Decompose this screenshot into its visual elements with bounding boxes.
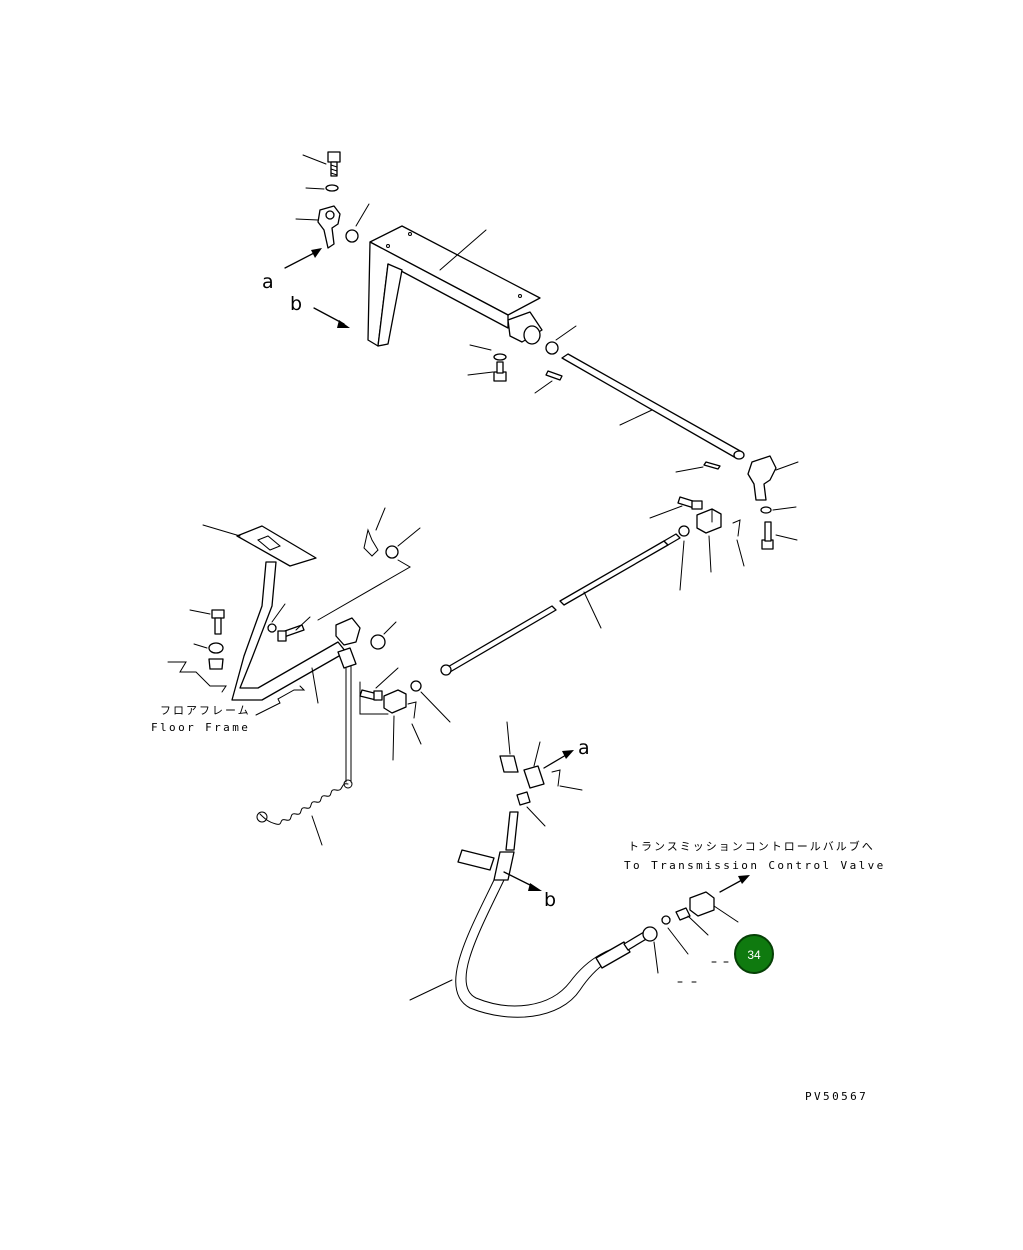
label-a-bottom: a xyxy=(578,737,590,759)
label-a-top: a xyxy=(262,271,274,293)
floor-frame-break-right xyxy=(255,685,306,716)
drawing-code: PV50567 xyxy=(805,1090,868,1103)
pedal-bolt xyxy=(211,609,225,635)
arrow-b-top xyxy=(313,307,350,328)
cable-nut xyxy=(516,791,531,806)
lever-washer xyxy=(760,506,772,514)
shaft-lever xyxy=(747,455,777,501)
cable-end-clevis xyxy=(689,891,715,917)
bracket-bolt xyxy=(493,361,507,382)
cable-pin-bolt xyxy=(499,755,519,773)
pin-key xyxy=(545,370,563,381)
lower-clevis xyxy=(383,689,407,714)
leader-line xyxy=(317,559,411,621)
cable-end-lock-nut xyxy=(675,907,691,921)
upper-nut xyxy=(678,525,690,537)
pedal-bracket xyxy=(367,225,543,347)
transmission-jp: トランスミッションコントロールバルブへ xyxy=(628,839,875,853)
cross-shaft xyxy=(561,353,745,460)
arrow-to-valve xyxy=(719,875,750,893)
badge-number: 34 xyxy=(747,948,761,962)
top-bushing xyxy=(345,229,359,243)
part-number-badge[interactable]: 34 xyxy=(734,934,774,974)
arrow-b-bottom xyxy=(503,871,542,891)
lower-cotter-pin xyxy=(407,701,417,719)
cable-clevis xyxy=(523,765,545,789)
top-bolt xyxy=(327,151,341,177)
bracket-bushing xyxy=(545,341,559,355)
bracket-washer xyxy=(493,353,507,361)
upper-clevis xyxy=(696,508,722,534)
lever-bolt xyxy=(761,521,774,550)
push-rod xyxy=(440,533,681,676)
floor-frame-en: Floor Frame xyxy=(151,721,250,734)
pedal-arm xyxy=(231,561,347,701)
top-washer xyxy=(325,184,339,192)
cable-end-nut xyxy=(642,926,658,942)
transmission-en: To Transmission Control Valve xyxy=(624,859,886,872)
pedal-nut xyxy=(208,642,224,670)
cable-bracket xyxy=(457,849,495,871)
label-b-top: b xyxy=(290,293,302,315)
lower-bolt xyxy=(359,689,383,701)
snap-ring xyxy=(363,528,379,557)
stopper-bolt xyxy=(277,624,305,642)
top-clamp xyxy=(317,205,341,249)
cable-cotter-pin xyxy=(551,769,561,787)
upper-cotter-pin xyxy=(732,519,741,537)
control-cable xyxy=(455,811,649,1018)
pedal-pad xyxy=(236,525,317,567)
arrow-a-bottom xyxy=(543,750,574,769)
arrow-a-top xyxy=(284,248,322,269)
pedal-washer xyxy=(385,545,399,559)
clevis-link xyxy=(337,647,357,783)
floor-frame-jp: フロアフレーム xyxy=(160,704,251,717)
pivot-bushing xyxy=(370,634,386,650)
cable-end-washer xyxy=(661,915,671,925)
floor-frame-break-left xyxy=(167,661,227,693)
lower-nut xyxy=(410,680,422,692)
shaft-key xyxy=(703,461,721,470)
label-b-bottom: b xyxy=(544,889,556,911)
clevis-leader xyxy=(359,681,389,715)
pedal-pivot-boss xyxy=(335,617,361,646)
upper-bolt xyxy=(677,496,703,510)
return-spring xyxy=(256,779,353,825)
